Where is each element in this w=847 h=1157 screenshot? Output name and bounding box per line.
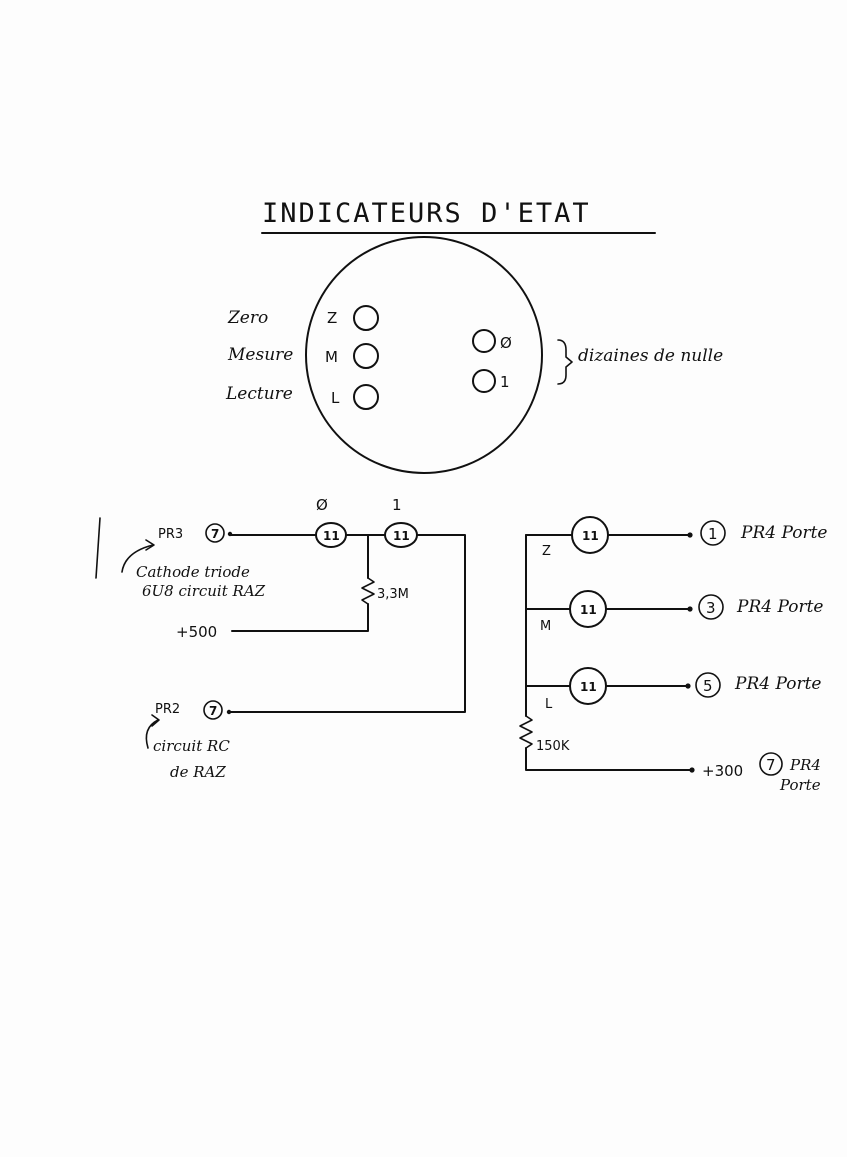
margin-mark bbox=[95, 517, 101, 579]
row-lecture-lamp-text: 11 bbox=[580, 680, 597, 694]
row-zero-pin: 1 bbox=[708, 525, 718, 543]
resistor-3m3: 3,3M bbox=[231, 534, 409, 632]
indicator-lecture-letter: L bbox=[331, 389, 340, 407]
pr2-pin-circle bbox=[203, 700, 223, 720]
resistor-150k-lead-bottom bbox=[525, 747, 691, 771]
resistor-3m3-value: 3,3M bbox=[377, 587, 409, 602]
row-zero: Z 11 1 PR4 Porte bbox=[542, 516, 827, 559]
tens-caption: dizaines de nulle bbox=[578, 346, 723, 366]
pr2-label: PR2 bbox=[155, 702, 180, 717]
row-mesure-pin: 3 bbox=[706, 599, 716, 617]
row-lecture-pin: 5 bbox=[703, 677, 713, 695]
loop-wire bbox=[229, 534, 466, 713]
pr3-pin: 7 bbox=[211, 527, 219, 541]
indicator-mesure-lamp bbox=[353, 343, 379, 369]
row-lecture: L 11 5 PR4 Porte bbox=[525, 667, 821, 712]
row-zero-node bbox=[687, 532, 693, 538]
indicator-mesure-name: Mesure bbox=[227, 345, 293, 365]
supply-300-pin: 7 bbox=[766, 756, 776, 774]
pr2-note-line1: circuit RC bbox=[153, 737, 230, 755]
tens-1-lamp bbox=[472, 369, 496, 393]
row-zero-target: PR4 Porte bbox=[740, 523, 827, 543]
pr2-pin: 7 bbox=[209, 704, 217, 718]
lamp-tens-1-label: 1 bbox=[392, 496, 402, 514]
supply-300: +300 bbox=[702, 762, 743, 780]
tens-0-label: Ø bbox=[500, 334, 512, 352]
lamp-tens-0-text: 11 bbox=[323, 529, 340, 543]
row-mesure-letter: M bbox=[540, 619, 551, 634]
tens-0-lamp bbox=[472, 329, 496, 353]
row-mesure-pin-circle bbox=[698, 594, 724, 620]
supply-300-node bbox=[689, 767, 695, 773]
tens-brace bbox=[557, 339, 573, 385]
indicator-mesure-letter: M bbox=[325, 348, 338, 366]
pr3-note-line1: Cathode triode bbox=[136, 563, 250, 581]
resistor-3m3-lead-bottom bbox=[231, 603, 369, 632]
indicator-zero: Zero Z bbox=[227, 305, 379, 331]
lamp-tens-0: Ø 11 bbox=[315, 496, 347, 548]
indicator-panel-outline bbox=[305, 236, 543, 474]
supply-300-target-line2: Porte bbox=[779, 776, 821, 794]
pr2-note-arrow bbox=[145, 719, 159, 749]
pr3-note-arrowhead bbox=[145, 539, 155, 551]
pr3-terminal: PR3 7 bbox=[158, 523, 233, 543]
page-title: INDICATEURS D'ETAT bbox=[262, 198, 591, 229]
row-mesure-node bbox=[687, 606, 693, 612]
indicator-lecture-lamp bbox=[353, 384, 379, 410]
row-zero-pin-circle bbox=[700, 520, 726, 546]
pr2-note-arrowhead bbox=[151, 714, 160, 727]
row-zero-letter: Z bbox=[542, 544, 551, 559]
row-mesure-target: PR4 Porte bbox=[736, 597, 823, 617]
pr3-note-arrow bbox=[121, 544, 154, 573]
indicator-zero-letter: Z bbox=[327, 309, 337, 327]
lamp-tens-1: 1 11 bbox=[384, 496, 418, 548]
resistor-150k-value: 150K bbox=[536, 739, 570, 754]
indicator-mesure: Mesure M bbox=[227, 343, 379, 369]
indicator-lecture: Lecture L bbox=[225, 384, 379, 410]
tens-indicator-0: Ø bbox=[472, 329, 512, 353]
pr2-note-line2: de RAZ bbox=[170, 763, 226, 781]
row-mesure: M 11 3 PR4 Porte bbox=[525, 590, 823, 634]
row-lecture-letter: L bbox=[545, 697, 553, 712]
resistor-150k-zigzag bbox=[519, 715, 533, 749]
lamp-tens-0-label: Ø bbox=[316, 496, 328, 514]
supply-500: +500 bbox=[176, 623, 217, 641]
row-zero-lamp-text: 11 bbox=[582, 529, 599, 543]
tens-indicator-1: 1 bbox=[472, 369, 510, 393]
row-lecture-node bbox=[685, 683, 691, 689]
resistor-150k: 150K bbox=[519, 699, 691, 771]
row-mesure-lamp-text: 11 bbox=[580, 603, 597, 617]
indicator-zero-name: Zero bbox=[227, 308, 268, 328]
indicator-zero-lamp bbox=[353, 305, 379, 331]
resistor-3m3-zigzag bbox=[361, 577, 375, 605]
tens-1-label: 1 bbox=[500, 373, 510, 391]
pr3-pin-circle bbox=[205, 523, 225, 543]
pr3-note-line2: 6U8 circuit RAZ bbox=[142, 582, 266, 600]
lamp-tens-1-text: 11 bbox=[393, 529, 410, 543]
row-lecture-target: PR4 Porte bbox=[734, 674, 821, 694]
pr2-node bbox=[226, 709, 232, 715]
pr3-label: PR3 bbox=[158, 527, 183, 542]
row-lecture-pin-circle bbox=[695, 672, 721, 698]
indicator-lecture-name: Lecture bbox=[225, 384, 293, 404]
pr2-terminal: PR2 7 bbox=[155, 700, 232, 720]
supply-300-pin-circle bbox=[759, 752, 783, 776]
supply-300-target-line1: PR4 bbox=[789, 756, 821, 774]
